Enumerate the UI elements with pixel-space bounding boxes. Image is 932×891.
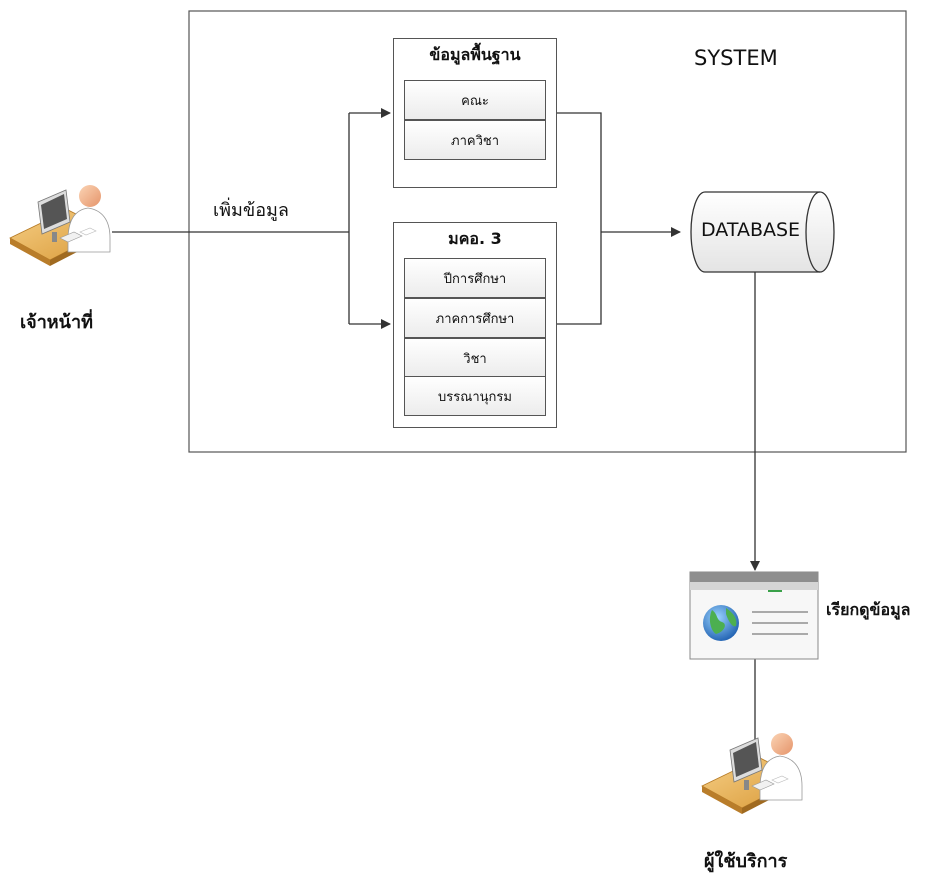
mko3-item-semester: ภาคการศึกษา [404, 298, 546, 338]
basic-data-title: ข้อมูลพื้นฐาน [429, 45, 521, 64]
mko3-title: มคอ. 3 [448, 229, 502, 248]
staff-label: เจ้าหน้าที่ [20, 312, 93, 333]
basic-data-box: ข้อมูลพื้นฐาน คณะ ภาควิชา [393, 38, 557, 188]
database-cylinder [690, 191, 835, 273]
basic-data-item-department: ภาควิชา [404, 120, 546, 160]
web-page-icon [689, 571, 819, 660]
add-data-label: เพิ่มข้อมูล [213, 200, 289, 221]
mko3-item-bibliography: บรรณานุกรม [404, 376, 546, 416]
database-label: DATABASE [701, 219, 801, 241]
basic-data-out-line [557, 112, 602, 325]
basic-data-item-faculty: คณะ [404, 80, 546, 120]
service-user-person-icon [701, 733, 803, 814]
view-data-label: เรียกดูข้อมูล [826, 600, 911, 619]
system-label: SYSTEM [694, 46, 778, 70]
mko3-item-academic-year: ปีการศึกษา [404, 258, 546, 298]
connector-lines [112, 108, 760, 763]
service-user-label: ผู้ใช้บริการ [704, 851, 788, 872]
mko3-box: มคอ. 3 ปีการศึกษา ภาคการศึกษา วิชา บรรณา… [393, 222, 557, 428]
mko3-item-course: วิชา [404, 338, 546, 378]
staff-person-icon [9, 185, 111, 266]
